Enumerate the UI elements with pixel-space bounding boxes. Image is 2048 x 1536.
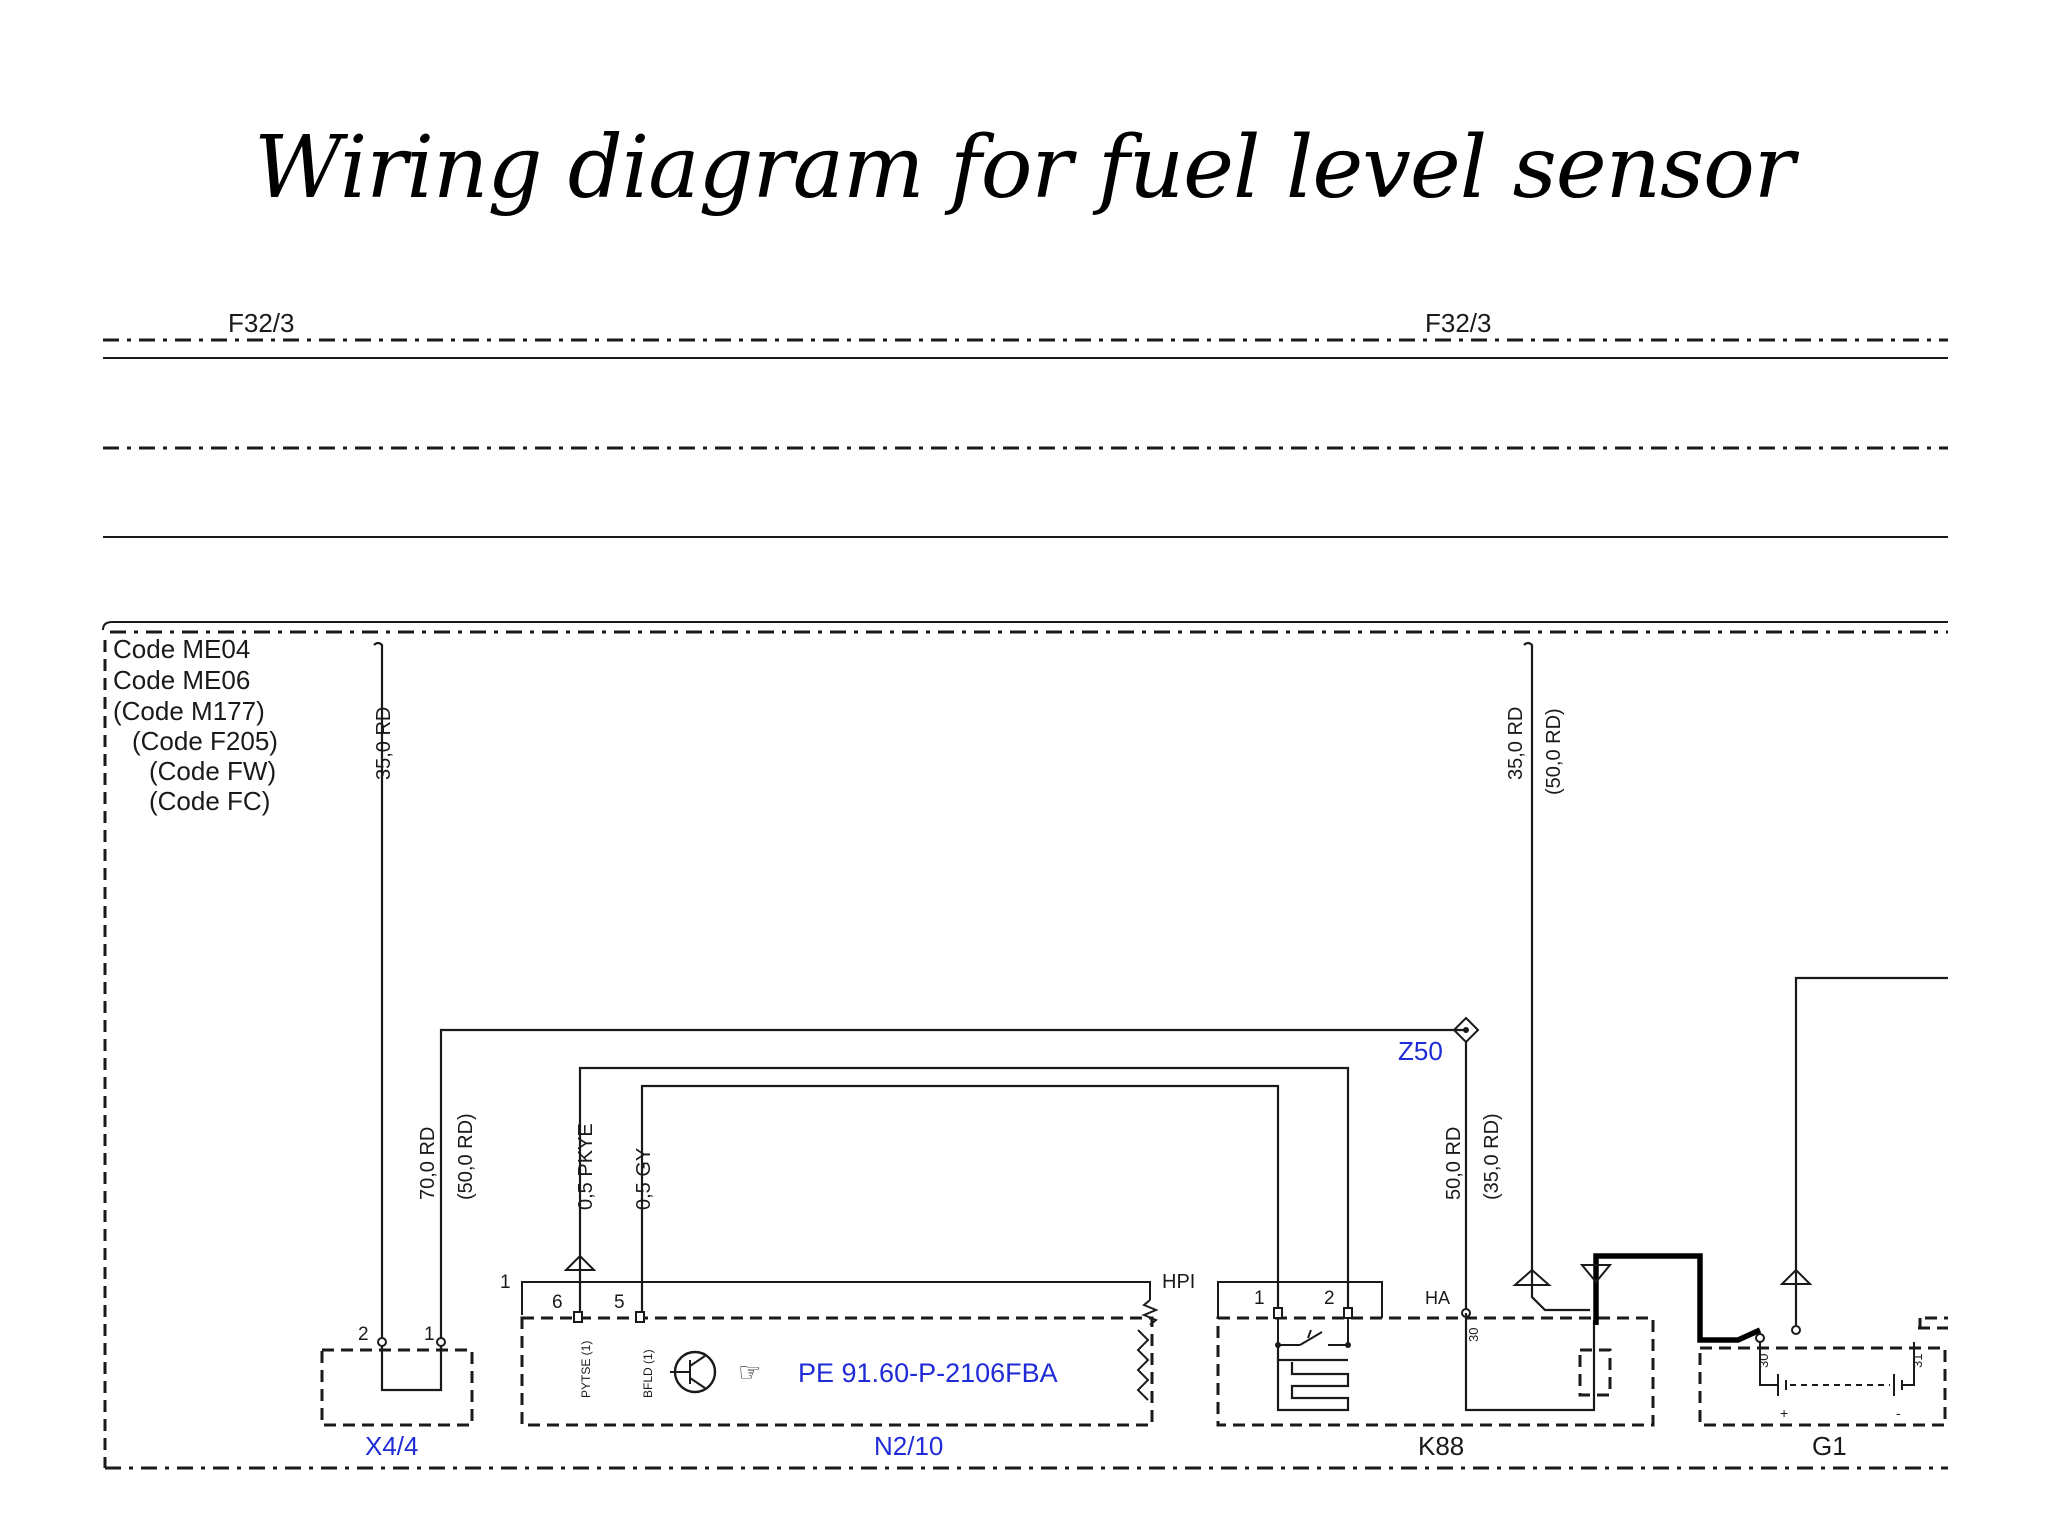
component-k88-label[interactable]: K88 (1418, 1431, 1464, 1461)
wire-label-left-top: 35,0 RD (373, 707, 395, 780)
n210-resistor-zigzag (1141, 1299, 1159, 1326)
g1-ground-stub (1918, 1318, 1948, 1330)
n210-pin6 (573, 1311, 583, 1323)
code-item: (Code M177) (113, 696, 265, 726)
connector-arrow (1512, 1268, 1552, 1286)
x44-bridge (380, 1340, 443, 1392)
code-item: (Code FW) (149, 756, 276, 786)
component-x44-box (320, 1348, 474, 1427)
g1-pin30-label: 30 (1756, 1354, 1771, 1368)
wire-right-supply (1523, 641, 1590, 1312)
x44-pin-1 (436, 1337, 446, 1347)
wire-label-gy: 0,5 GY (633, 1148, 655, 1210)
wire-label-x44-2: (50,0 RD) (455, 1113, 477, 1200)
k88-pin2 (1343, 1307, 1353, 1319)
component-n210-label[interactable]: N2/10 (874, 1431, 943, 1461)
wire-gy (640, 1084, 1280, 1318)
k88-ha-label: HA (1425, 1288, 1450, 1308)
connector-arrow (1779, 1268, 1813, 1285)
component-g1-box (1698, 1346, 1947, 1427)
k88-pin30-label: 30 (1466, 1328, 1481, 1342)
n210-pytse-label: PYTSE (1) (579, 1341, 593, 1398)
wire-pkye (578, 1066, 1350, 1318)
splice-z50-label[interactable]: Z50 (1398, 1036, 1443, 1066)
g1-pin-supply (1791, 1325, 1801, 1335)
k88-header-line (1217, 1281, 1383, 1318)
fuse-label-right: F32/3 (1425, 308, 1492, 338)
code-item: Code ME06 (113, 665, 250, 695)
reference-hand-icon: ☞ (738, 1358, 761, 1388)
transistor-icon (670, 1350, 717, 1394)
connector-arrow (563, 1254, 597, 1271)
splice-z50-dot (1463, 1027, 1469, 1033)
reference-link[interactable]: PE 91.60-P-2106FBA (798, 1358, 1058, 1388)
wire-label-k88-2: (35,0 RD) (1481, 1113, 1503, 1200)
k88-pin1-label: 1 (1254, 1288, 1265, 1309)
g1-pin31-label: 31 (1910, 1354, 1925, 1368)
component-g1-label[interactable]: G1 (1812, 1431, 1847, 1461)
n210-pin5-label: 5 (614, 1292, 625, 1313)
fuse-label-left: F32/3 (228, 308, 295, 338)
k88-internal-wire (1464, 1313, 1596, 1412)
n210-edge-zigzag (1136, 1329, 1150, 1401)
wire-label-k88-1: 50,0 RD (1443, 1127, 1465, 1200)
k88-pin1 (1273, 1307, 1283, 1319)
x44-pin2-label: 2 (358, 1324, 369, 1345)
component-x44-label[interactable]: X4/4 (365, 1431, 419, 1461)
wire-label-pkye: 0,5 PKYE (575, 1123, 597, 1210)
page-title: Wiring diagram for fuel level sensor (253, 118, 1795, 218)
k88-thermal-switch-icon (1275, 1318, 1351, 1412)
wire-main-battery (1593, 1253, 1762, 1343)
wire-label-right-top-1: 35,0 RD (1505, 707, 1527, 780)
battery-icon (1759, 1342, 1915, 1396)
code-list: Code ME04 Code ME06 (Code M177) (Code F2… (113, 634, 278, 816)
code-item: Code ME04 (113, 634, 250, 664)
wire-label-right-top-2: (50,0 RD) (1543, 708, 1565, 795)
component-k88-box (1216, 1316, 1655, 1427)
code-item: (Code F205) (132, 726, 278, 756)
k88-pin2-label: 2 (1324, 1288, 1335, 1309)
n210-pin6-label: 6 (552, 1292, 563, 1313)
wire-x44-to-z50 (439, 1028, 1466, 1340)
wire-g1-supply (1794, 976, 1948, 1325)
wire-left-supply (373, 641, 384, 1340)
n210-pin5 (635, 1311, 645, 1323)
connector-arrow (1579, 1264, 1613, 1284)
n210-bfld-label: BFLD (1) (641, 1349, 655, 1398)
g1-plus-label: + (1780, 1405, 1788, 1421)
g1-minus-label: - (1896, 1405, 1901, 1421)
wire-label-x44-1: 70,0 RD (417, 1127, 439, 1200)
code-item: (Code FC) (149, 786, 270, 816)
component-n210-box (520, 1316, 1154, 1427)
n210-header-line (521, 1281, 1151, 1315)
g1-pin30 (1755, 1333, 1765, 1343)
x44-pin-2 (377, 1337, 387, 1347)
frame-top-solid (102, 621, 1948, 631)
n210-pin1-label: 1 (500, 1272, 511, 1293)
x44-pin1-label: 1 (424, 1324, 435, 1345)
n210-hpi-label: HPI (1162, 1271, 1195, 1293)
